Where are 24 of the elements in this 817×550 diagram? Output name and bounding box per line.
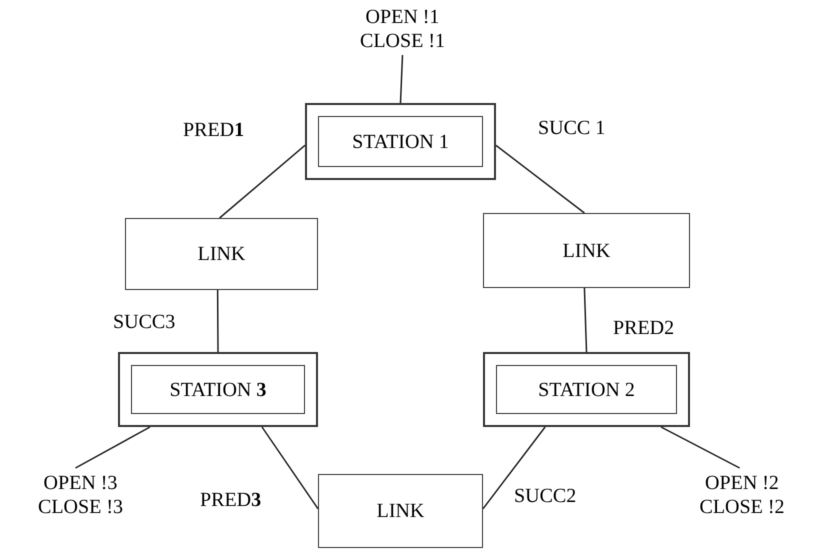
station-label: STATION 1 xyxy=(318,116,483,167)
station-box xyxy=(118,352,318,427)
connector-line xyxy=(660,426,740,469)
link-box xyxy=(125,218,318,290)
link-box xyxy=(318,474,483,548)
link-box xyxy=(483,213,690,288)
station-box xyxy=(305,103,496,180)
box-label: LINK xyxy=(376,499,424,523)
box-label: LINK xyxy=(562,238,610,262)
station-label: STATION 2 xyxy=(496,365,677,414)
connector-line xyxy=(482,426,546,510)
connector-line xyxy=(496,144,585,214)
box-label: LINK xyxy=(198,242,246,266)
connector-line xyxy=(261,426,319,510)
connector-line xyxy=(219,144,306,219)
signal-label: OPEN !1 CLOSE !1 xyxy=(359,5,446,53)
station-label: STATION 3 xyxy=(131,365,305,414)
connector-line xyxy=(216,290,219,352)
connector-line xyxy=(75,426,150,469)
signal-label: OPEN !3 CLOSE !3 xyxy=(37,471,124,519)
station-box xyxy=(483,352,690,427)
connector-line xyxy=(584,288,588,352)
connector-line xyxy=(400,54,404,104)
signal-label: OPEN !2 CLOSE !2 xyxy=(698,471,786,519)
